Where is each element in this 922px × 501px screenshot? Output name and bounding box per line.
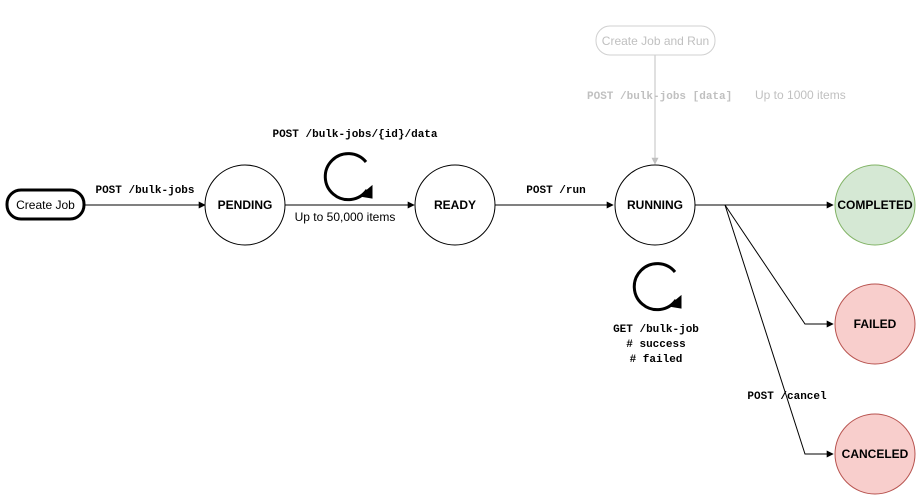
state-failed-label: FAILED	[854, 317, 897, 331]
state-pending-label: PENDING	[218, 198, 273, 212]
state-pending: PENDING	[204, 164, 286, 246]
label-run: POST /run	[526, 185, 585, 197]
loop-icon-poll-status	[632, 262, 682, 312]
label-add-data: POST /bulk-jobs/{id}/data	[272, 129, 437, 141]
edge-running-to-canceled	[724, 204, 834, 458]
create-job-label: Create Job	[16, 198, 75, 212]
state-completed: COMPLETED	[834, 164, 916, 246]
label-create-and-run-limit: Up to 1000 items	[755, 88, 846, 102]
label-add-data-limit: Up to 50,000 items	[295, 210, 396, 224]
label-cancel: POST /cancel	[747, 391, 827, 403]
create-job-node: Create Job	[5, 188, 86, 221]
create-job-and-run-label: Create Job and Run	[602, 34, 709, 48]
label-poll-line3: # failed	[630, 354, 683, 366]
state-failed: FAILED	[834, 283, 916, 365]
loop-icon-add-data	[323, 152, 373, 202]
label-poll-line1: GET /bulk-job	[613, 324, 699, 336]
edge-running-to-failed	[724, 204, 834, 328]
state-running-label: RUNNING	[627, 198, 683, 212]
label-create-and-run: POST /bulk-jobs [data]	[587, 91, 732, 103]
state-ready-label: READY	[434, 198, 476, 212]
state-canceled: CANCELED	[834, 413, 916, 495]
state-ready: READY	[414, 164, 496, 246]
create-job-and-run-node: Create Job and Run	[595, 25, 716, 56]
state-running: RUNNING	[614, 164, 696, 246]
label-poll-line2: # success	[626, 339, 685, 351]
state-completed-label: COMPLETED	[837, 198, 913, 212]
label-create-bulk-job: POST /bulk-jobs	[95, 185, 194, 197]
state-canceled-label: CANCELED	[842, 447, 909, 461]
